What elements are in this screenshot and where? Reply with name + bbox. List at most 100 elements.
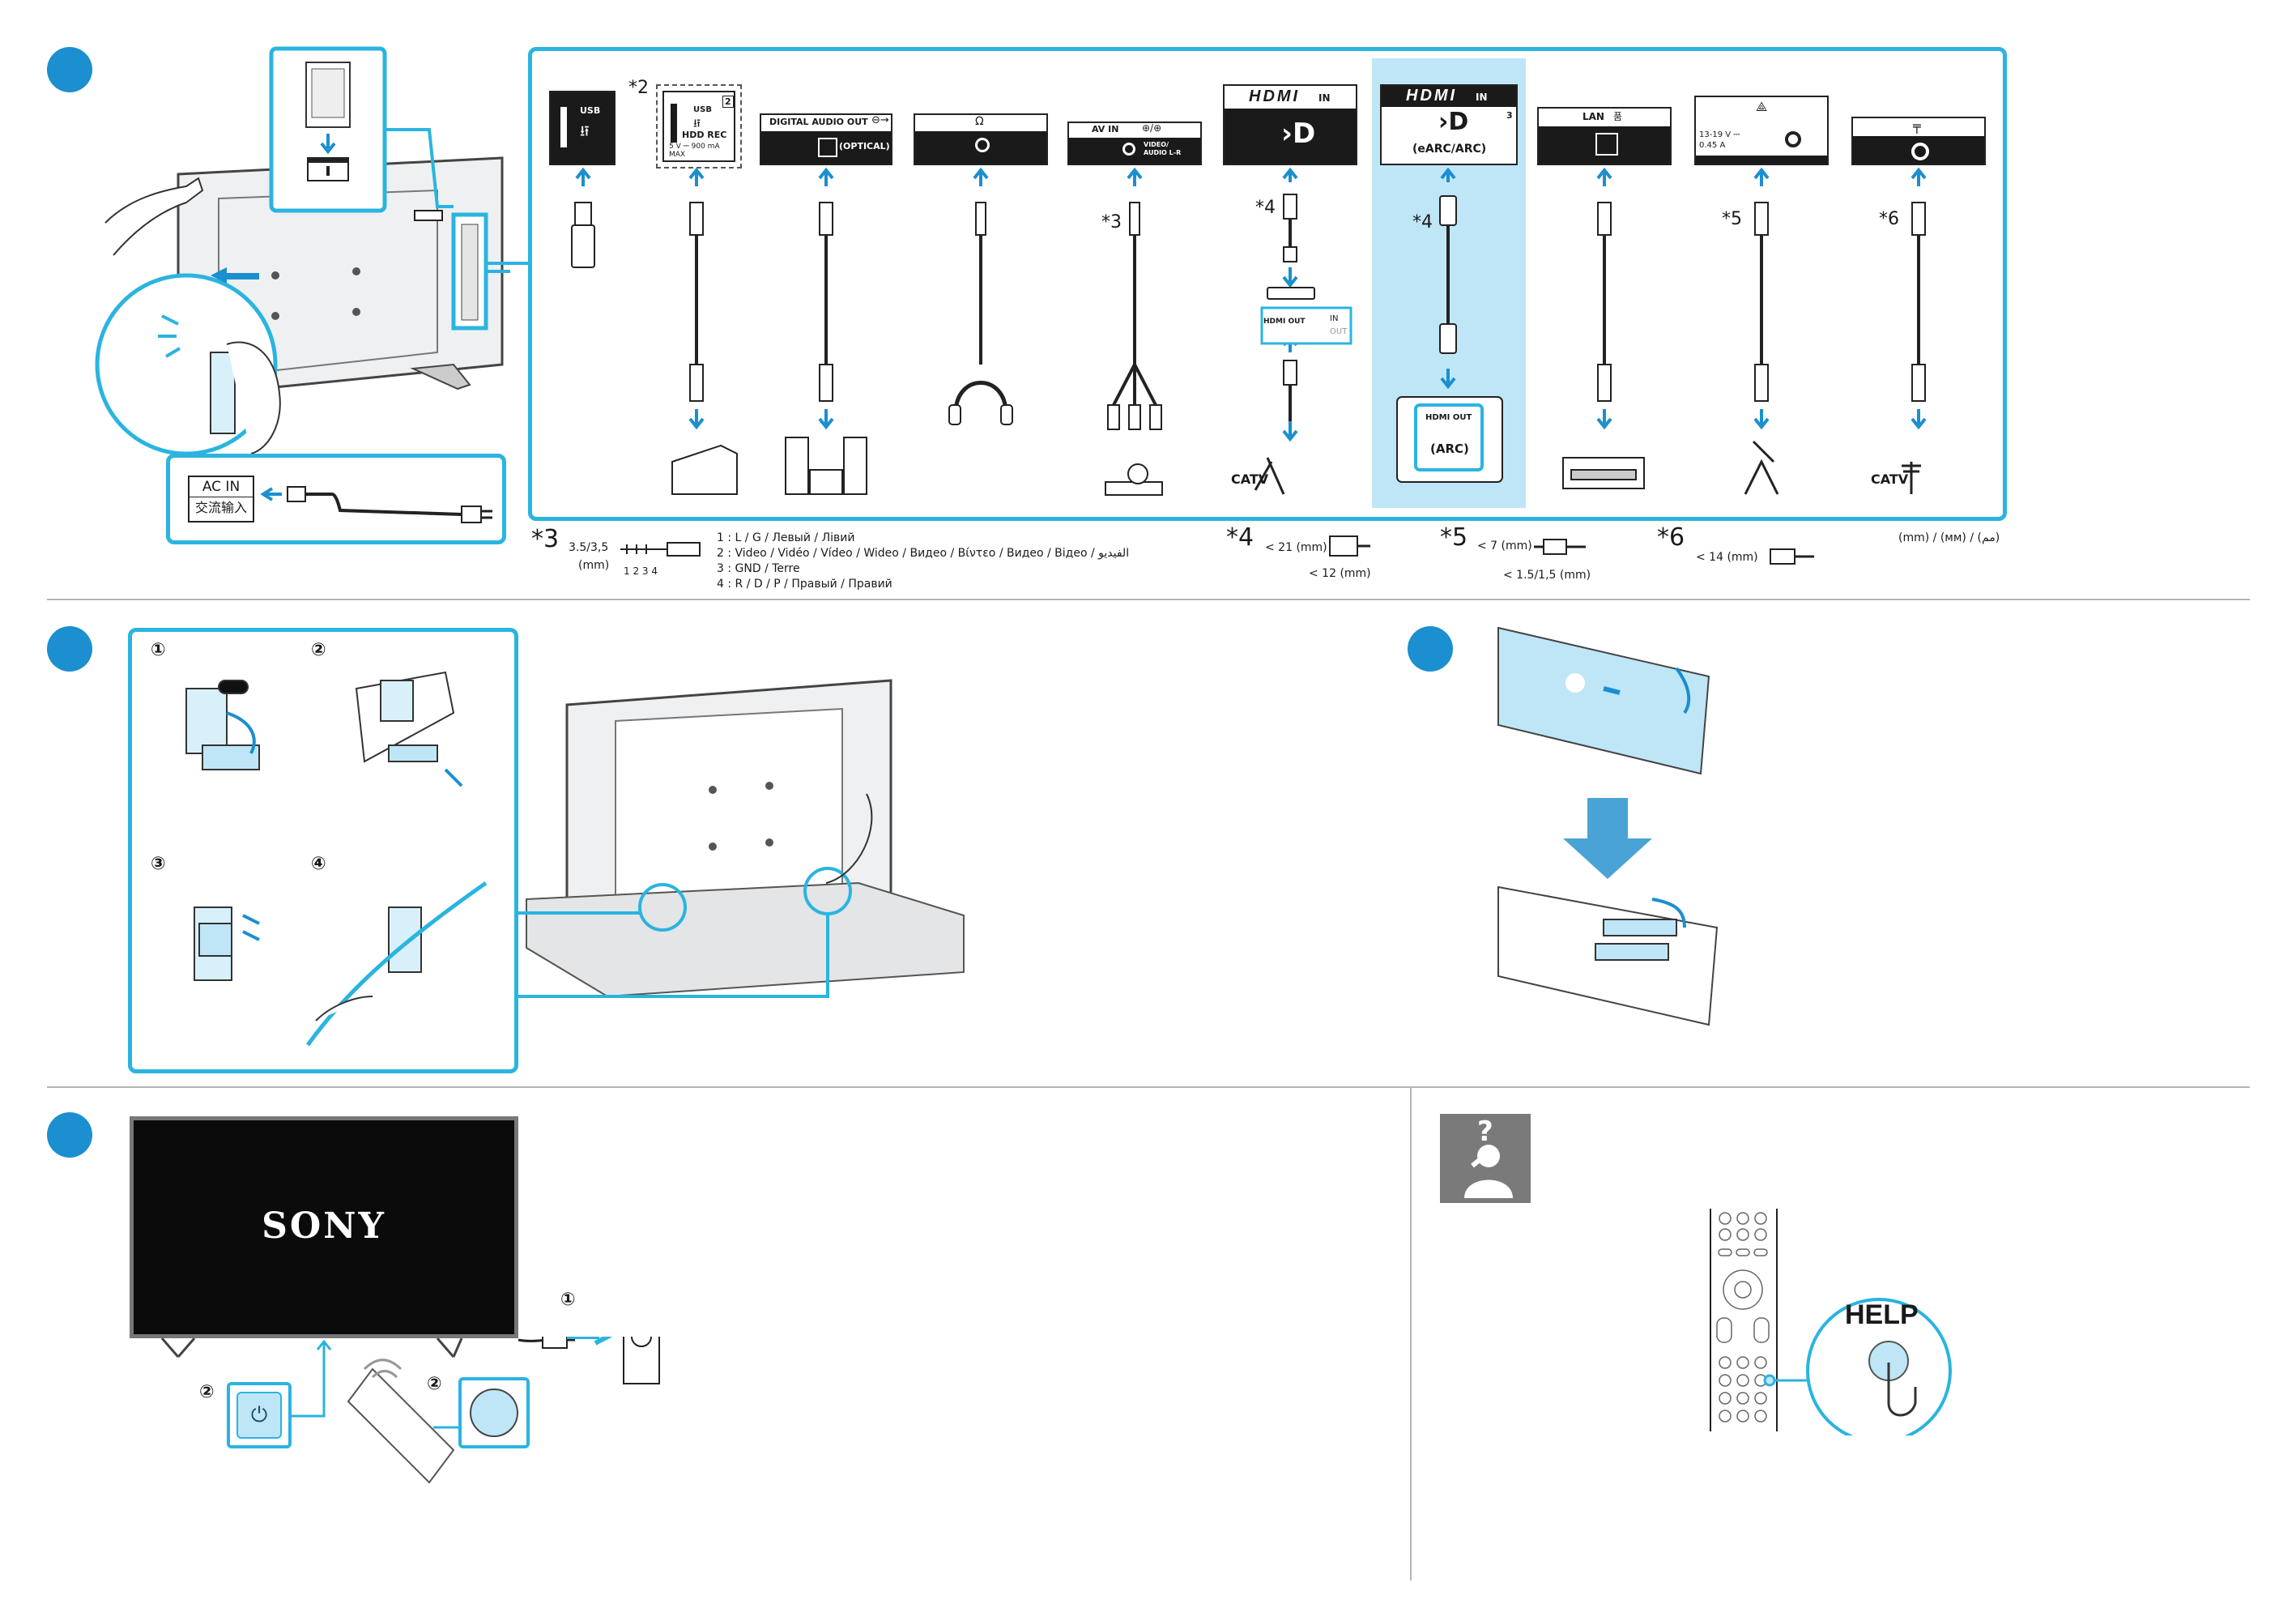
tv-power-illustration bbox=[160, 1337, 660, 1484]
antenna-t-icon: ╤ bbox=[1913, 118, 1921, 134]
hdmi-out-label-1: HDMI OUT bbox=[1263, 318, 1306, 326]
star-2: *2 bbox=[628, 78, 649, 98]
av-in-label: AV IN bbox=[1092, 124, 1119, 134]
port-usb2-num: 2 bbox=[722, 96, 734, 108]
hdmi-header bbox=[1225, 86, 1356, 109]
note3-plug-diagram bbox=[620, 542, 701, 557]
ac-in-label-cn: 交流输入 bbox=[194, 500, 247, 515]
star-4-hdmi: *4 bbox=[1255, 198, 1276, 218]
port-lan[interactable]: LAN 품 bbox=[1537, 107, 1672, 165]
power-step-2a: ② bbox=[199, 1382, 215, 1402]
tv-screen: SONY bbox=[130, 1116, 518, 1338]
separator-top bbox=[47, 599, 2250, 600]
cables-and-devices bbox=[571, 167, 1927, 496]
catv-label-2: CATV bbox=[1871, 471, 1909, 487]
port-usb1-slot bbox=[560, 107, 567, 147]
cable-holder-illustrations bbox=[185, 671, 488, 1047]
help-question-mark: ? bbox=[1477, 1116, 1493, 1148]
tv-power-button[interactable]: ⏻ bbox=[227, 1382, 292, 1448]
note3-line4: 4 : R / D / P / Правый / Правий bbox=[717, 578, 892, 591]
step-marker-1 bbox=[47, 47, 92, 92]
note6-a: < 14 (mm) bbox=[1696, 551, 1758, 564]
port-hdmi-earc[interactable]: HDMI IN 3 ›D (eARC/ARC) bbox=[1380, 84, 1518, 165]
hdmi-out-dot-label: OUT bbox=[1330, 327, 1348, 336]
remote-power-circle bbox=[470, 1389, 518, 1437]
lan-bar bbox=[1539, 126, 1670, 164]
tv-rear-illustration bbox=[95, 46, 510, 456]
port-hdmi-in[interactable]: HDMI IN ›D bbox=[1223, 84, 1357, 165]
av-video-label: VIDEO/ AUDIO L-R bbox=[1144, 141, 1182, 156]
panel-connector-line bbox=[486, 262, 530, 265]
person-icon bbox=[1464, 1145, 1513, 1198]
headphone-icon: Ω bbox=[975, 115, 984, 128]
hdmi-out-label-2: HDMI OUT bbox=[1425, 413, 1472, 422]
separator-middle bbox=[47, 1086, 2250, 1088]
usb2-icon: ⭿ bbox=[693, 117, 701, 130]
av-jack-icon bbox=[1122, 143, 1135, 156]
note4-b: < 12 (mm) bbox=[1309, 567, 1371, 580]
note-star-3: *3 bbox=[531, 525, 560, 553]
power-step-2b: ② bbox=[427, 1374, 442, 1394]
remote-battery-illustration bbox=[1497, 626, 1719, 1026]
remote-help-illustration bbox=[1710, 1209, 1952, 1435]
tv-stand-illustration bbox=[518, 679, 965, 998]
hdmi-earc-logo: HDMI bbox=[1406, 87, 1458, 105]
holder-step-4: ④ bbox=[311, 854, 326, 874]
satellite-dish-icon: ⟁ bbox=[1756, 99, 1768, 114]
port-digital-audio[interactable]: DIGITAL AUDIO OUT ⊖→ (OPTICAL) bbox=[760, 113, 892, 165]
port-satellite[interactable]: ⟁ 13-19 V ⎓ 0.45 A bbox=[1694, 96, 1829, 165]
lan-network-icon: 품 bbox=[1613, 111, 1623, 122]
port-antenna[interactable]: ╤ bbox=[1851, 117, 1986, 165]
optical-label: (OPTICAL) bbox=[839, 141, 890, 151]
remote-power-button[interactable] bbox=[458, 1377, 530, 1448]
port-headphone[interactable]: Ω bbox=[914, 113, 1048, 165]
power-step-1: ① bbox=[560, 1290, 576, 1310]
note-star-5: *5 bbox=[1440, 523, 1468, 552]
port-usb2-spec: 5 V ⎓ 900 mA MAX bbox=[669, 143, 720, 159]
star-3-cable: *3 bbox=[1101, 212, 1122, 232]
note6-plug-diagram bbox=[1770, 548, 1814, 565]
port-av-in[interactable]: AV IN ⊕/⊕ VIDEO/ AUDIO L-R bbox=[1067, 122, 1202, 165]
star-5-sat: *5 bbox=[1722, 209, 1742, 229]
port-usb1[interactable]: USB ⭿ bbox=[549, 91, 616, 165]
help-label: HELP bbox=[1845, 1299, 1919, 1330]
arc-label: (ARC) bbox=[1430, 442, 1469, 456]
step-marker-3 bbox=[1408, 626, 1453, 672]
note3-unit: (mm) bbox=[578, 559, 610, 572]
usb-icon: ⭿ bbox=[580, 123, 590, 140]
sat-bar bbox=[1696, 156, 1827, 164]
sat-jack-icon bbox=[1785, 131, 1801, 147]
hdmi-earc-num: 3 bbox=[1506, 110, 1513, 121]
ac-in-label: AC IN bbox=[190, 477, 253, 497]
hdmi-port-icon: ›D bbox=[1281, 117, 1316, 150]
step-marker-4 bbox=[47, 1112, 92, 1158]
catv-label-1: CATV bbox=[1231, 471, 1269, 487]
digital-audio-bar bbox=[761, 131, 891, 164]
note-star-4: *4 bbox=[1226, 523, 1254, 552]
port-usb2-label: USB bbox=[693, 105, 712, 114]
holder-step-2: ② bbox=[311, 640, 326, 660]
units-note: (mm) / (мм) / (مم) bbox=[1898, 531, 2000, 544]
note3-line2: 2 : Video / Vidéo / Vídeo / Wideo / Виде… bbox=[717, 547, 1130, 560]
step-marker-2 bbox=[47, 626, 92, 672]
hdmi-in-label: IN bbox=[1318, 92, 1331, 104]
note3-line1: 1 : L / G / Левый / Лівий bbox=[717, 531, 855, 544]
holder-step-1: ① bbox=[151, 640, 166, 660]
sony-logo: SONY bbox=[262, 1205, 386, 1247]
ac-in-panel: AC IN 交流输入 bbox=[166, 454, 506, 544]
port-usb2-dashed bbox=[656, 84, 742, 168]
port-usb2[interactable]: USB 2 ⭿ HDD REC 5 V ⎓ 900 mA MAX bbox=[662, 91, 735, 162]
note5-plug-diagram bbox=[1534, 539, 1586, 555]
optical-arrow-icon: ⊖→ bbox=[871, 114, 889, 126]
av-in-arrows-icon: ⊕/⊕ bbox=[1142, 122, 1162, 134]
digital-audio-label: DIGITAL AUDIO OUT bbox=[769, 117, 868, 127]
port-usb2-slot bbox=[671, 104, 677, 143]
headphone-jack-icon bbox=[975, 138, 990, 152]
optical-square-icon bbox=[818, 138, 837, 157]
holder-step-3: ③ bbox=[151, 854, 166, 874]
lan-jack-icon bbox=[1595, 133, 1618, 156]
note4-plug-diagram bbox=[1329, 535, 1370, 557]
hdmi-earc-in-label: IN bbox=[1476, 92, 1488, 103]
power-icon-box: ⏻ bbox=[236, 1392, 282, 1439]
star-6-ant: *6 bbox=[1879, 209, 1899, 229]
